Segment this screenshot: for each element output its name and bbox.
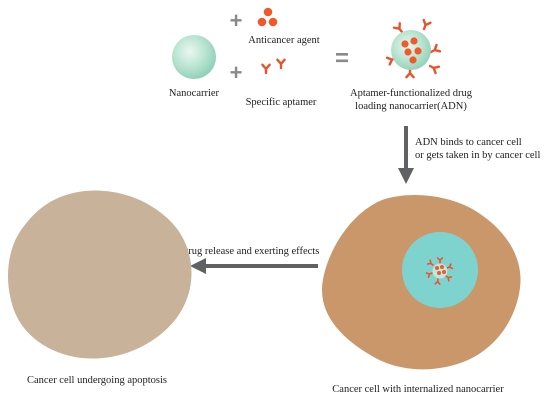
- nanocarrier-sphere: [172, 35, 216, 79]
- plus-sign-top: +: [230, 8, 243, 33]
- internalized-label: Cancer cell with internalized nanocarrie…: [332, 384, 504, 395]
- adn-label-line2: loading nanocarrier(ADN): [355, 101, 467, 112]
- binds-label-line2: or gets taken in by cancer cell: [415, 150, 540, 161]
- anticancer-agent-label: Anticancer agent: [248, 35, 320, 46]
- binds-label-line1: ADN binds to cancer cell: [415, 137, 522, 148]
- specific-aptamer-icon: [261, 58, 286, 75]
- release-label: Drug release and exerting effects: [181, 246, 320, 257]
- adn-label-line1: Aptamer-functionalized drug: [350, 88, 473, 99]
- anticancer-agent-icon: [257, 7, 278, 27]
- apoptosis-label: Cancer cell undergoing apoptosis: [27, 375, 167, 386]
- internalized-nanocarrier-icon: [425, 257, 454, 285]
- nanocarrier-label: Nanocarrier: [169, 88, 220, 99]
- equals-sign: =: [335, 45, 349, 72]
- plus-sign-bottom: +: [230, 60, 243, 85]
- specific-aptamer-label: Specific aptamer: [246, 97, 317, 108]
- adn-icon: [385, 18, 442, 79]
- apoptotic-cancer-cell: [8, 190, 192, 359]
